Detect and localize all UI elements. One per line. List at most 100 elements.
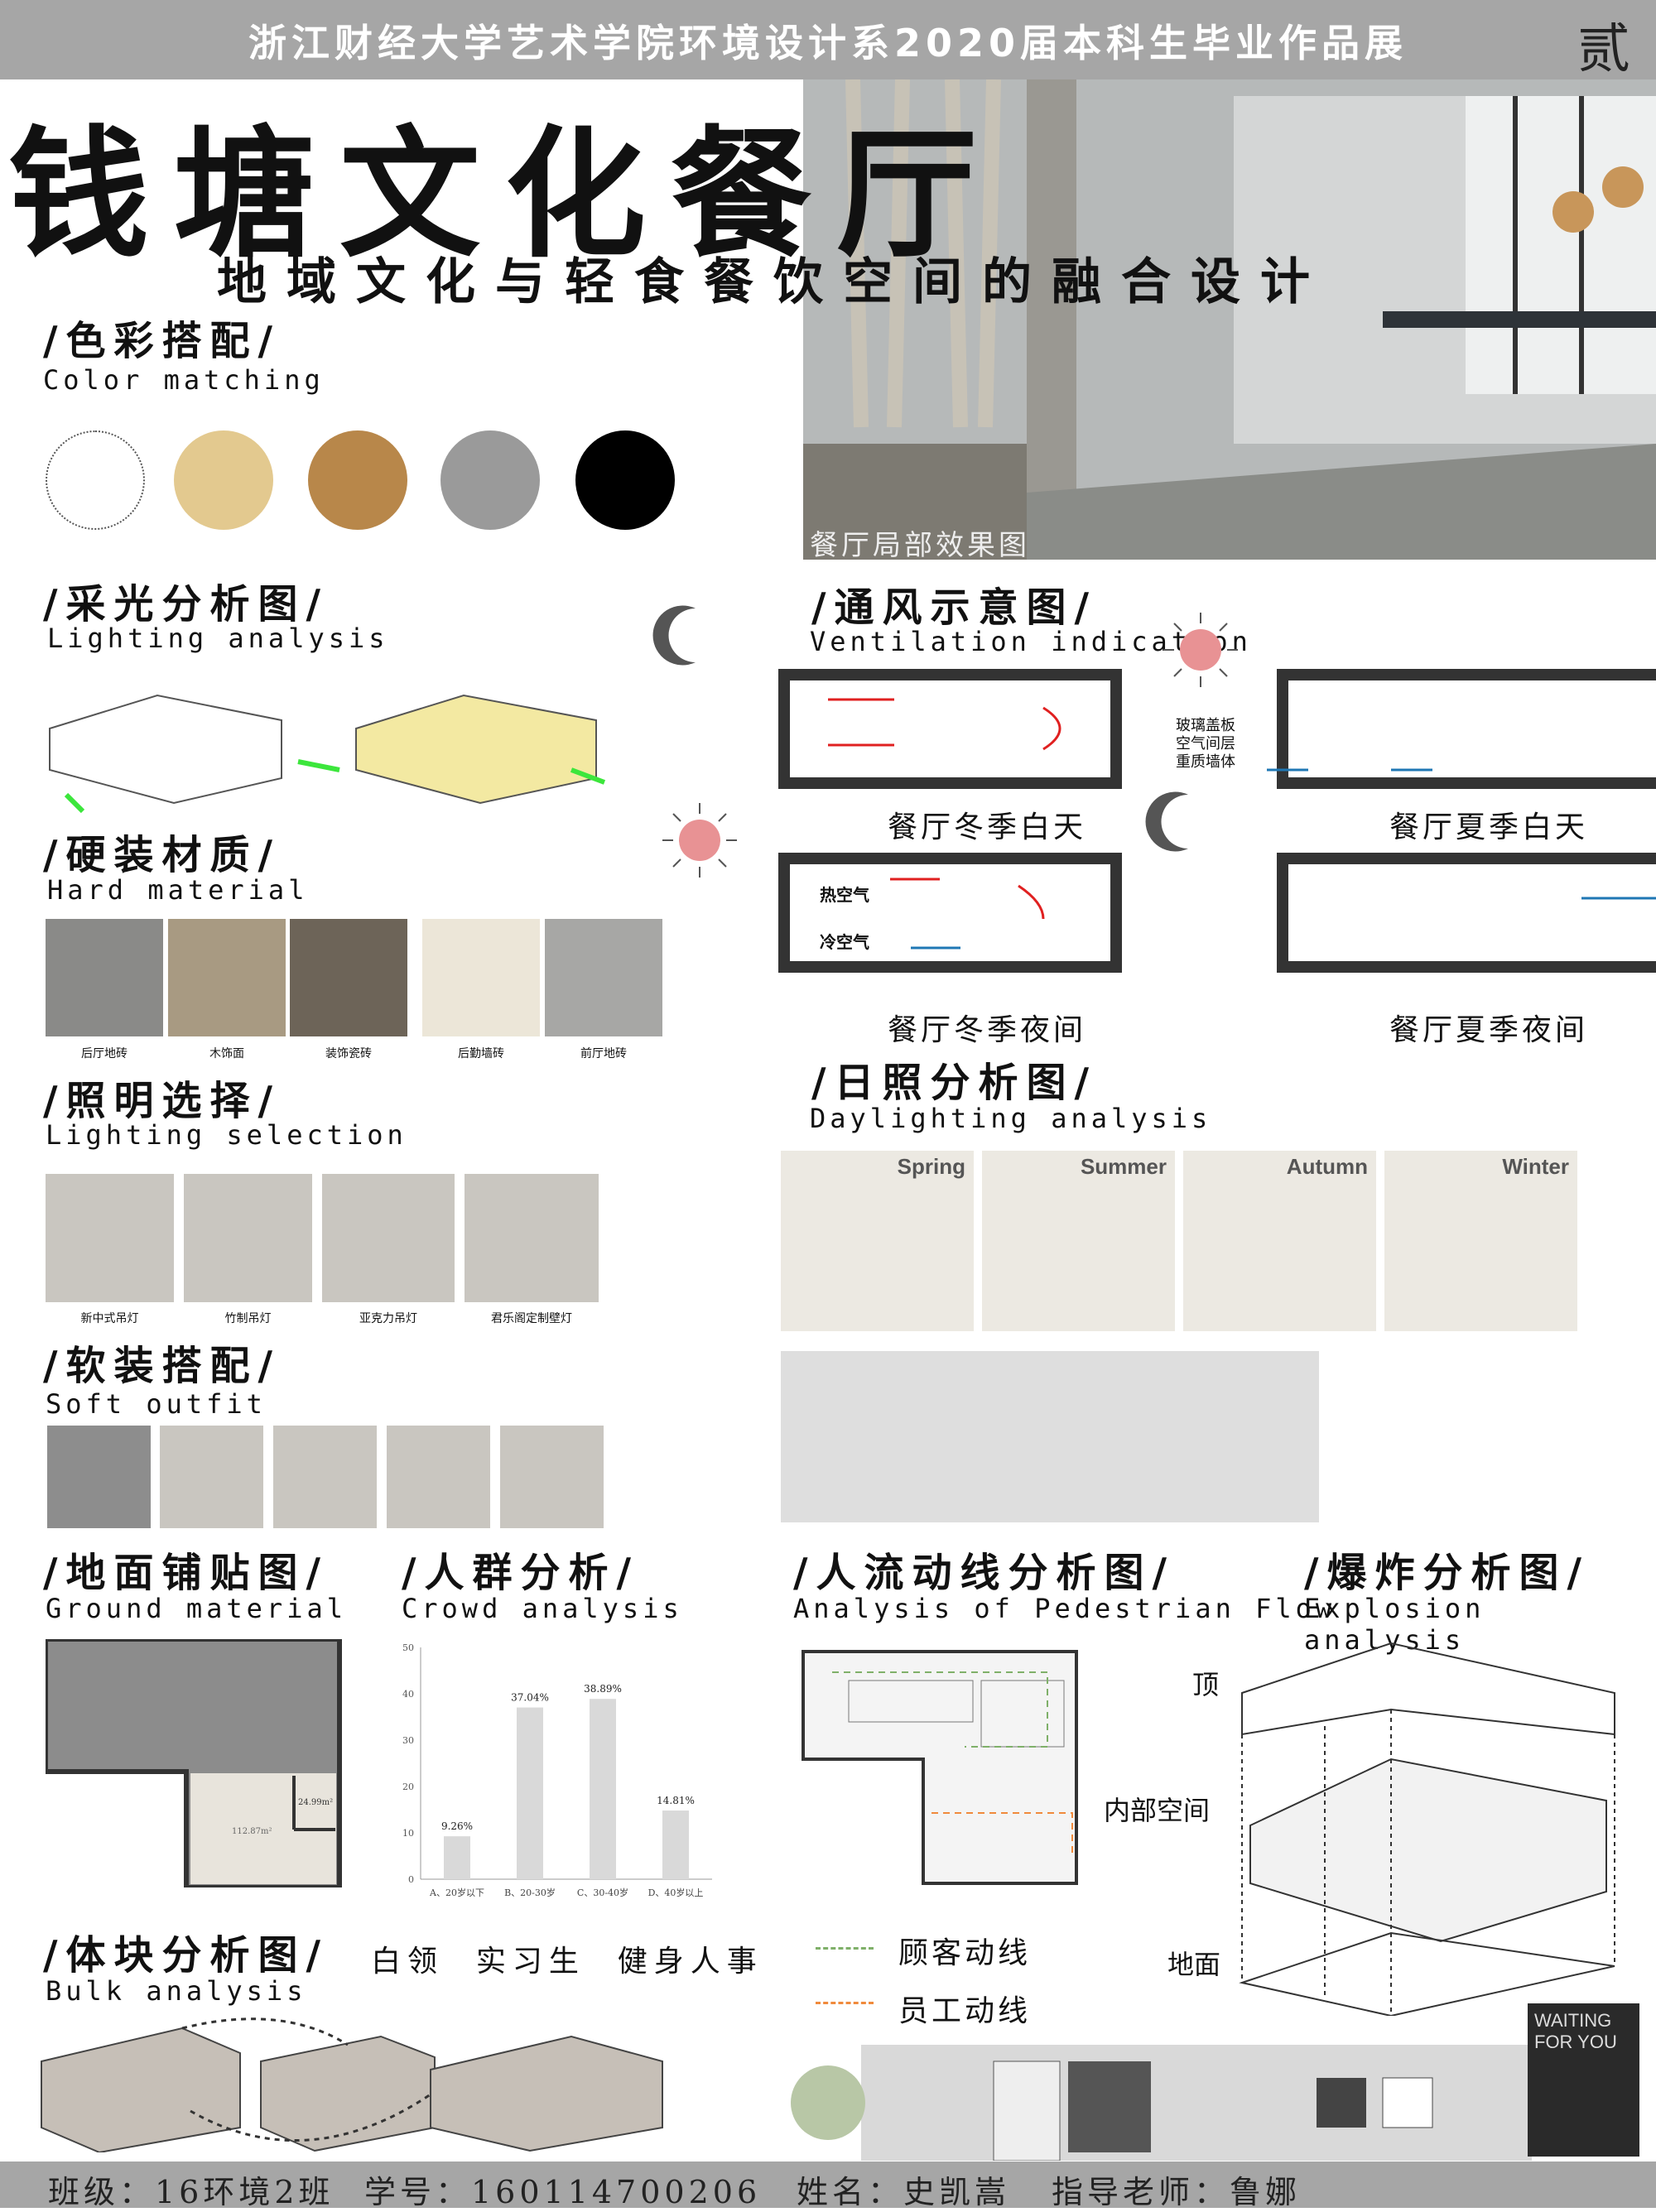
bulk-diagram <box>41 2017 663 2152</box>
x-tick-label: A、20岁以下 <box>429 1887 484 1898</box>
section-crowd-en: Crowd analysis <box>402 1593 683 1624</box>
explosion-label-floor: 地面 <box>1167 1949 1221 1980</box>
bar <box>444 1836 470 1879</box>
footer-name: 姓名：史凯嵩 <box>797 2174 1011 2210</box>
section-ventilation-en: Ventilation indication <box>810 626 1252 657</box>
material-swatch <box>290 919 407 1036</box>
lamp-caption: 亚克力吊灯 <box>359 1312 417 1325</box>
section-lighting-analysis-cn: /采光分析图/ <box>43 581 330 628</box>
shadow-study-image <box>781 1351 1319 1522</box>
section-pedestrian-en: Analysis of Pedestrian Flow <box>793 1593 1336 1624</box>
customer-flow-legend-line <box>816 1947 874 1950</box>
ventilation-winter-night <box>778 853 1122 973</box>
section-crowd-cn: /人群分析/ <box>402 1550 640 1596</box>
lamp-caption: 竹制吊灯 <box>224 1312 272 1325</box>
explosion-label-top: 顶 <box>1192 1669 1220 1700</box>
exhibition-title: 浙江财经大学艺术学院环境设计系2020届本科生毕业作品展 <box>248 21 1408 65</box>
furniture-image <box>160 1426 263 1528</box>
pedestrian-flow-plan <box>802 1650 1078 1885</box>
lamp-image <box>465 1174 599 1302</box>
color-swatch-black <box>575 430 675 530</box>
wall-layer-labels: 玻璃盖板 空气间层 重质墙体 <box>1176 717 1235 772</box>
section-hard-material-en: Hard material <box>47 874 309 906</box>
season-panel-summer: Summer <box>982 1151 1175 1331</box>
sun-icon <box>1163 613 1238 687</box>
material-swatch <box>46 919 163 1036</box>
season-panel-autumn: Autumn <box>1183 1151 1376 1331</box>
elevation-drawing <box>787 2028 1532 2161</box>
explosion-label-inner: 内部空间 <box>1104 1795 1211 1826</box>
ground-area-label: 112.87m² <box>232 1827 272 1836</box>
ventilation-summer-night <box>1277 853 1656 973</box>
wall-layer-label: 重质墙体 <box>1176 753 1235 771</box>
wall-layer-label: 玻璃盖板 <box>1176 717 1235 734</box>
y-tick-label: 10 <box>402 1828 414 1839</box>
section-color-cn: /色彩搭配/ <box>43 318 282 364</box>
sheet-number: 贰 <box>1577 19 1630 80</box>
restaurant-render-image: 餐厅局部效果图 <box>803 79 1656 560</box>
section-daylighting-en: Daylighting analysis <box>810 1103 1212 1134</box>
hot-air-label: 热空气 <box>820 885 869 905</box>
furniture-image <box>500 1426 604 1528</box>
ventilation-caption: 餐厅冬季夜间 <box>888 1013 1087 1047</box>
lamp-caption: 君乐阁定制壁灯 <box>491 1312 572 1325</box>
bar <box>517 1707 543 1879</box>
x-tick-label: C、30-40岁 <box>577 1887 628 1898</box>
season-label: Summer <box>1080 1154 1167 1179</box>
main-title: 钱塘文化餐厅 <box>8 112 1003 277</box>
section-pedestrian-cn: /人流动线分析图/ <box>793 1550 1176 1596</box>
ventilation-caption: 餐厅冬季白天 <box>888 810 1087 844</box>
moon-icon <box>1145 791 1188 852</box>
season-label: Spring <box>897 1154 965 1179</box>
y-tick-label: 50 <box>402 1642 414 1653</box>
crowd-bar-chart: 010203040509.26%A、20岁以下37.04%B、20-30岁38.… <box>402 1642 712 1898</box>
bar-value-label: 37.04% <box>511 1692 549 1704</box>
section-ground-cn: /地面铺贴图/ <box>43 1550 330 1596</box>
material-caption: 装饰瓷砖 <box>325 1047 372 1060</box>
lamp-caption: 新中式吊灯 <box>80 1312 139 1325</box>
subtitle: 地域文化与轻食餐饮空间的融合设计 <box>217 253 1330 311</box>
lamp-image <box>46 1174 174 1302</box>
material-swatch <box>168 919 286 1036</box>
render-illustration <box>803 79 1656 560</box>
ventilation-arrows <box>828 698 1656 950</box>
wall-layer-label: 空气间层 <box>1176 735 1235 753</box>
color-swatch-beige <box>174 430 273 530</box>
furniture-image <box>387 1426 490 1528</box>
section-daylighting-cn: /日照分析图/ <box>811 1060 1098 1106</box>
section-explosion-cn: /爆炸分析图/ <box>1304 1550 1591 1596</box>
bar-value-label: 14.81% <box>657 1795 695 1806</box>
moon-icon <box>652 605 696 666</box>
ground-plan: 24.99m² 112.87m² <box>46 1639 342 1887</box>
ground-area-label: 24.99m² <box>298 1798 333 1807</box>
color-swatch-brown <box>308 430 407 530</box>
section-lighting-selection-cn: /照明选择/ <box>43 1078 282 1124</box>
lighting-analysis-diagram <box>49 694 606 814</box>
x-tick-label: D、40岁以上 <box>648 1887 704 1898</box>
material-swatch <box>422 919 540 1036</box>
bar-value-label: 9.26% <box>441 1820 473 1832</box>
section-color-en: Color matching <box>43 364 325 396</box>
lamp-image <box>322 1174 455 1302</box>
section-soft-outfit-cn: /软装搭配/ <box>43 1343 282 1389</box>
section-lighting-analysis-en: Lighting analysis <box>47 623 389 654</box>
lamp-image <box>184 1174 312 1302</box>
season-label: Autumn <box>1286 1154 1368 1179</box>
section-hard-material-cn: /硬装材质/ <box>43 832 282 878</box>
section-bulk-en: Bulk analysis <box>46 1975 307 2007</box>
section-ground-en: Ground material <box>46 1593 347 1624</box>
poster-text: WAITING FOR YOU <box>1534 2010 1617 2052</box>
crowd-caption: 白领 实习生 健身人事 <box>371 1945 763 1979</box>
y-tick-label: 0 <box>408 1874 414 1885</box>
season-panel-winter: Winter <box>1384 1151 1577 1331</box>
material-caption: 后勤墙砖 <box>458 1047 504 1060</box>
render-caption: 餐厅局部效果图 <box>810 529 1030 560</box>
staff-flow-legend: 员工动线 <box>898 1994 1032 2028</box>
sun-icon <box>662 803 737 878</box>
footer-student-id: 学号：160114700206 <box>364 2174 762 2210</box>
furniture-image <box>47 1426 151 1528</box>
material-caption: 后厅地砖 <box>81 1047 128 1060</box>
material-swatch <box>545 919 662 1036</box>
section-lighting-selection-en: Lighting selection <box>46 1119 407 1151</box>
ventilation-winter-day <box>778 669 1122 789</box>
